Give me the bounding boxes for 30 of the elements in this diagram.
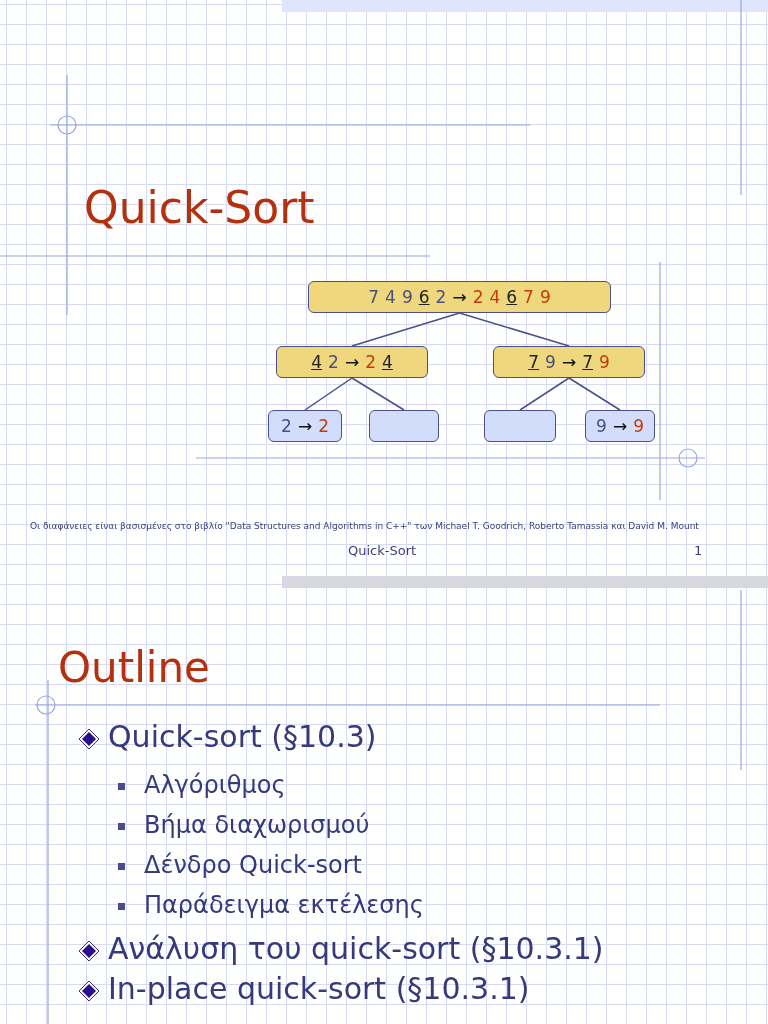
tree-edge [568,377,621,411]
slide-title: Outline [58,643,210,692]
slide-title: Quick-Sort [84,182,315,233]
node-box [493,346,645,378]
node-box [268,410,342,442]
empty-node-box [369,410,439,442]
node-box [308,281,611,313]
slide-footer: Quick-Sort [348,543,417,558]
tree-edge [458,312,570,347]
node-text: 7 9 → 7 9 [527,352,611,372]
page-number: 1 [694,543,703,558]
bullet-text: In-place quick-sort (§10.3.1) [108,972,530,1005]
node-box [276,346,428,378]
bullet-text: Δένδρο Quick-sort [144,852,362,879]
bullet-text: Αλγόριθμος [144,772,286,799]
tree-edge [351,312,461,347]
footnote: Οι διαφάνειες είναι βασισμένες στο βιβλίο "Data Structures and Algorithms in C++" των Michael T. Goodrich, Roberto Tamassia και David M. Mount [30,521,699,531]
node-text: 9 → 9 [595,416,645,436]
tree-edge [351,377,405,411]
node-text: 2 → 2 [280,416,330,436]
bullet-text: Βήμα διαχωρισμού [144,812,370,839]
tree-edge [304,377,353,411]
bullet-text: Quick-sort (§10.3) [108,720,377,753]
node-text: 4 2 → 2 4 [310,352,394,372]
tree-edge [519,377,570,411]
empty-node-box [484,410,556,442]
bullet-text: Παράδειγμα εκτέλεσης [144,892,424,919]
bullet-text: Ανάλυση του quick-sort (§10.3.1) [108,932,604,965]
node-box [585,410,655,442]
node-text: 7 4 9 6 2 → 2 4 6 7 9 [367,287,552,307]
